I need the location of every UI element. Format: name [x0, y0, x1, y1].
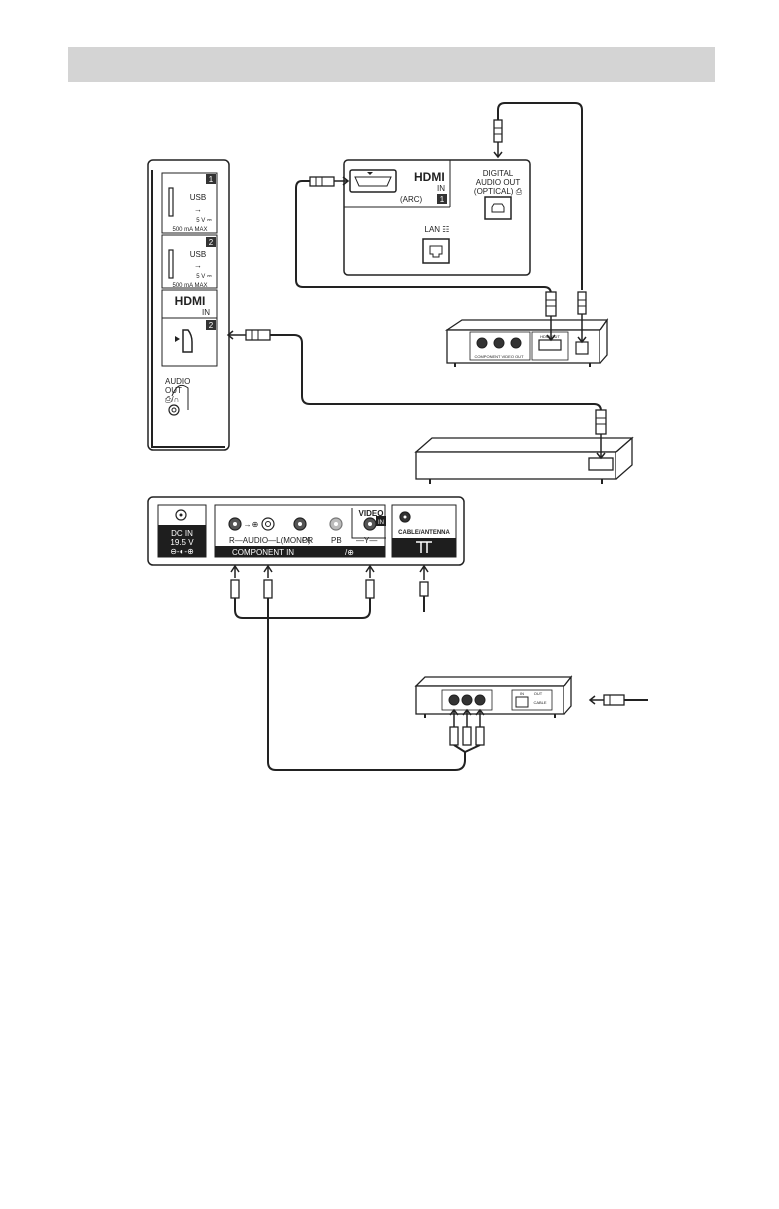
tv-rear-bottom-panel: DC IN 19.5 V ⊖-◐-⊕ →⊕ VIDEO IN R—AUDIO—L… [148, 497, 464, 565]
optical-arrow-icon [494, 142, 502, 157]
dc-in-label-1: DC IN [171, 529, 193, 538]
pb-label: PB [331, 536, 342, 545]
av-receiver-device: COMPONENT VIDEO OUT HDMI OUT [447, 320, 607, 367]
usb-2-symbol-icon: → [194, 261, 202, 270]
usb-1-symbol-icon: → [194, 205, 202, 214]
cable-box-pr-jack[interactable] [475, 695, 485, 705]
audio-out-jack[interactable] [169, 405, 179, 415]
component-in-label: COMPONENT IN [232, 548, 294, 557]
hdmi-port-2[interactable] [183, 330, 192, 352]
tv-rear-top-panel: HDMI IN (ARC) 1 DIGITAL AUDIO OUT (OPTIC… [344, 160, 530, 275]
audio-row-label: R—AUDIO—L(MONO) [229, 536, 311, 545]
usb-1-label: USB [190, 193, 206, 202]
usb-2-number: 2 [209, 238, 214, 247]
usb-2-current: 500 mA MAX [172, 283, 207, 289]
hdmi-1-arrow-in-icon [334, 177, 348, 185]
hdmi-2-logo: HDMI [175, 294, 206, 308]
cable-box-out-label: OUT [534, 691, 543, 696]
pr-label: PR [302, 536, 313, 545]
optical-port[interactable] [485, 197, 511, 219]
antenna-arrow-icon [420, 566, 428, 580]
usb-2-label: USB [190, 250, 206, 259]
receiver-component-y-jack[interactable] [477, 338, 487, 348]
hdmi-2-in: IN [202, 308, 210, 317]
player-hdmi-port[interactable] [589, 458, 613, 470]
dc-polarity-icon: ⊖-◐-⊕ [170, 547, 194, 556]
audio-l-jack[interactable] [262, 518, 274, 530]
usb-port-1[interactable] [169, 188, 173, 216]
receiver-optical-port[interactable] [576, 342, 588, 354]
hdmi-arc-cable [296, 181, 551, 294]
audio-out-label-1: AUDIO [165, 377, 190, 386]
cable-box-in-label: IN [520, 691, 524, 696]
hdmi-1-in: IN [437, 184, 445, 193]
digital-audio-label-1: DIGITAL [483, 169, 514, 178]
hdmi-2-number: 2 [209, 321, 214, 330]
video-in-label-2: IN [378, 520, 384, 526]
audio-input-arrow-icon: →⊕ [244, 520, 259, 529]
cable-box-rf-arrow-icon [590, 696, 604, 704]
cable-antenna-label: CABLE/ANTENNA [398, 530, 450, 536]
usb-2-power: 5 V ⎓ [196, 274, 212, 280]
lan-port[interactable] [423, 239, 449, 263]
digital-audio-label-3: (OPTICAL) ⎙ [474, 187, 523, 196]
usb-1-power: 5 V ⎓ [196, 218, 212, 224]
receiver-hdmi-port[interactable] [539, 340, 561, 350]
lan-label: LAN ☷ [425, 225, 450, 234]
media-player-device [416, 438, 632, 484]
headphone-icon: ⎙/∩ [165, 395, 179, 404]
component-in-suffix: /⊕ [345, 548, 354, 557]
usb-1-number: 1 [209, 175, 214, 184]
receiver-component-pr-jack[interactable] [511, 338, 521, 348]
hdmi-1-logo: HDMI [414, 170, 445, 184]
hdmi-1-number: 1 [440, 195, 445, 204]
usb-1-current: 500 mA MAX [172, 227, 207, 233]
cable-box-rf-label: CABLE [533, 700, 546, 705]
cable-box-device: IN OUT CABLE [416, 677, 571, 718]
hdmi-2-arrow-in-icon [228, 331, 246, 339]
receiver-component-pb-jack[interactable] [494, 338, 504, 348]
cable-box-y-jack[interactable] [449, 695, 459, 705]
usb-port-2[interactable] [169, 250, 173, 278]
receiver-component-label: COMPONENT VIDEO OUT [474, 354, 524, 359]
cable-box-rf-port[interactable] [516, 697, 528, 707]
cable-box-pb-jack[interactable] [462, 695, 472, 705]
hdmi-1-arc: (ARC) [400, 195, 423, 204]
digital-audio-label-2: AUDIO OUT [476, 178, 521, 187]
y-label: —Y— [356, 536, 377, 545]
dc-in-label-2: 19.5 V [170, 538, 194, 547]
tv-side-panel: 1 USB → 5 V ⎓ 500 mA MAX 2 USB → 5 V ⎓ 5… [148, 160, 229, 450]
